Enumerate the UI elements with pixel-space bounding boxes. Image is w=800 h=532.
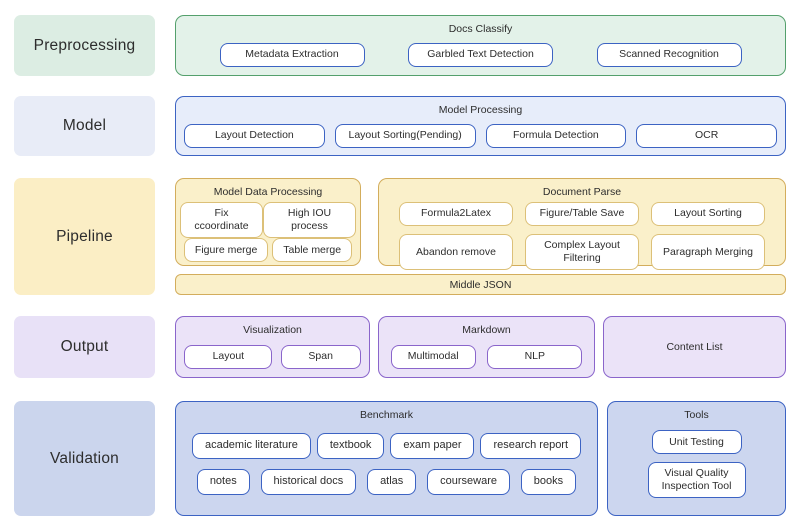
group-title: Document Parse bbox=[542, 186, 622, 198]
chip-unit-testing: Unit Testing bbox=[651, 430, 742, 455]
chip-exam-paper: exam paper bbox=[390, 433, 475, 459]
chip-high-iou-process: High IOU process bbox=[263, 202, 356, 239]
chip-layout-sorting: Layout Sorting bbox=[651, 202, 765, 226]
row-label-model: Model bbox=[14, 96, 155, 156]
group-title: Tools bbox=[684, 409, 709, 421]
group-title: Model Data Processing bbox=[213, 186, 323, 198]
chip-books: books bbox=[520, 469, 577, 495]
chip-fix-ccoordinate: Fix ccoordinate bbox=[180, 202, 263, 239]
chip-ocr: OCR bbox=[636, 123, 777, 148]
chip-span: Span bbox=[280, 344, 361, 369]
chip-courseware: courseware bbox=[427, 469, 510, 495]
chip-metadata-extraction: Metadata Extraction bbox=[219, 43, 365, 67]
row-preprocessing: Preprocessing Docs Classify Metadata Ext… bbox=[14, 15, 786, 76]
group-docs-classify: Docs Classify Metadata Extraction Garble… bbox=[175, 15, 786, 76]
group-visualization: Visualization Layout Span bbox=[175, 316, 370, 378]
chip-textbook: textbook bbox=[316, 433, 385, 459]
chip-figure-table-save: Figure/Table Save bbox=[525, 202, 639, 226]
group-tools: Tools Unit Testing Visual Quality Inspec… bbox=[607, 401, 786, 516]
chip-layout-detection: Layout Detection bbox=[184, 123, 325, 148]
chip-formula2latex: Formula2Latex bbox=[399, 202, 513, 226]
group-title: Visualization bbox=[243, 324, 302, 336]
row-label-output: Output bbox=[14, 316, 155, 378]
group-document-parse: Document Parse Formula2Latex Figure/Tabl… bbox=[378, 178, 786, 271]
chip-layout: Layout bbox=[184, 344, 273, 369]
group-title: Docs Classify bbox=[448, 23, 513, 35]
row-model: Model Model Processing Layout Detection … bbox=[14, 96, 786, 156]
chip-table-merge: Table merge bbox=[272, 238, 353, 263]
group-model-data-processing: Model Data Processing Fix ccoordinate Hi… bbox=[175, 178, 361, 266]
row-label-pipeline: Pipeline bbox=[14, 178, 155, 295]
middle-json-bar: Middle JSON bbox=[175, 274, 786, 295]
chip-figure-merge: Figure merge bbox=[183, 238, 269, 263]
row-label-validation: Validation bbox=[14, 401, 155, 516]
chip-complex-layout-filtering: Complex Layout Filtering bbox=[525, 234, 639, 271]
chip-paragraph-merging: Paragraph Merging bbox=[651, 234, 765, 271]
row-validation: Validation Benchmark academic literature… bbox=[14, 401, 786, 516]
group-title: Markdown bbox=[462, 324, 511, 336]
chip-atlas: atlas bbox=[367, 469, 417, 495]
chip-academic-literature: academic literature bbox=[191, 433, 311, 459]
group-markdown: Markdown Multimodal NLP bbox=[378, 316, 595, 378]
group-benchmark: Benchmark academic literature textbook e… bbox=[175, 401, 598, 516]
group-title: Benchmark bbox=[359, 409, 414, 421]
row-label-preprocessing: Preprocessing bbox=[14, 15, 155, 76]
group-title: Content List bbox=[666, 341, 723, 353]
chip-abandon-remove: Abandon remove bbox=[399, 234, 513, 271]
chip-nlp: NLP bbox=[487, 344, 583, 369]
chip-notes: notes bbox=[196, 469, 250, 495]
group-model-processing: Model Processing Layout Detection Layout… bbox=[175, 96, 786, 156]
chip-formula-detection: Formula Detection bbox=[485, 123, 627, 148]
chip-scanned-recognition: Scanned Recognition bbox=[596, 43, 742, 67]
chip-garbled-text-detection: Garbled Text Detection bbox=[408, 43, 553, 67]
chip-visual-quality-inspection-tool: Visual Quality Inspection Tool bbox=[647, 461, 746, 498]
chip-research-report: research report bbox=[480, 433, 582, 459]
row-pipeline: Pipeline Model Data Processing Fix ccoor… bbox=[14, 178, 786, 295]
group-title: Model Processing bbox=[438, 104, 523, 116]
chip-historical-docs: historical docs bbox=[260, 469, 357, 495]
chip-layout-sorting-pending: Layout Sorting(Pending) bbox=[334, 123, 476, 148]
row-output: Output Visualization Layout Span Markdow… bbox=[14, 316, 786, 378]
chip-multimodal: Multimodal bbox=[390, 344, 476, 369]
group-content-list: Content List bbox=[603, 316, 786, 378]
